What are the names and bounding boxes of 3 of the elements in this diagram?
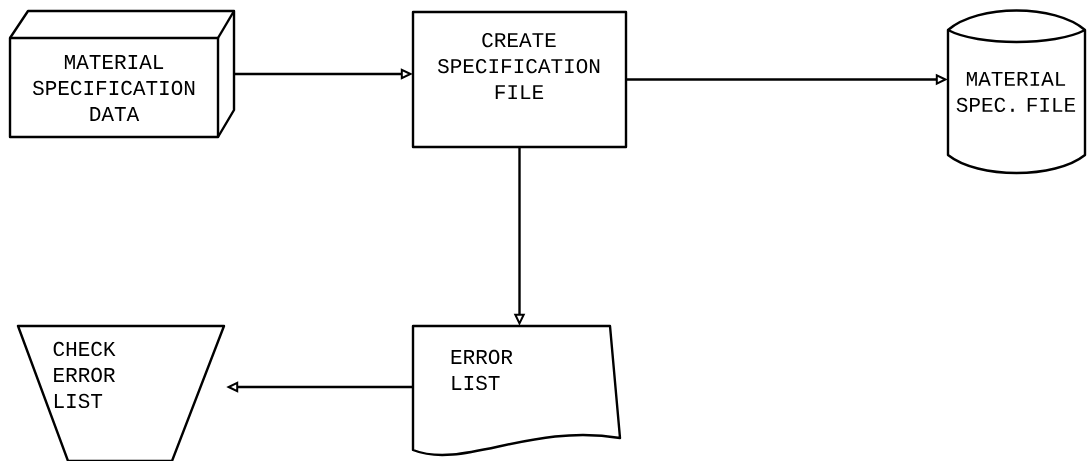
data-input-box: MATERIAL SPECIFICATION DATA [8,9,236,139]
storage-cylinder: MATERIAL SPEC. FILE [946,9,1087,175]
process-box: CREATE SPECIFICATION FILE [411,10,628,149]
